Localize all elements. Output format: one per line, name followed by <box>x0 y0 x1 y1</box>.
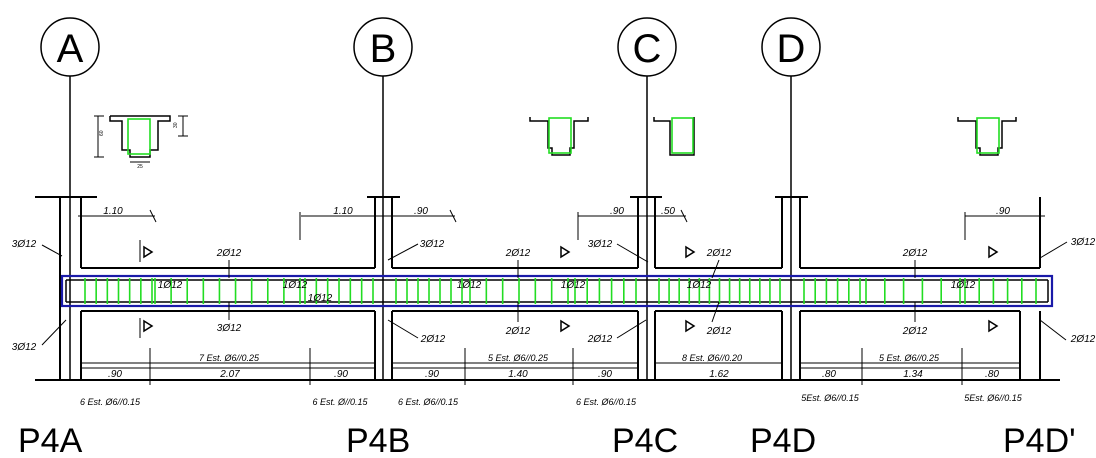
rebar-label: 2Ø12 <box>420 334 446 345</box>
stirrup-label: 5Est. Ø6//0.15 <box>801 393 860 403</box>
bottom-dimension-label: 2.07 <box>219 369 240 380</box>
section-web-dim: 30 <box>173 122 179 128</box>
rebar-label: 3Ø12 <box>12 239 37 250</box>
stirrup-label: 6 Est. Ø6//0.15 <box>398 397 459 407</box>
top-dimension-label: 1.10 <box>103 206 123 217</box>
beam-label: P4C <box>612 422 678 458</box>
bottom-dimension-label: 1.40 <box>508 369 528 380</box>
section-detail-c <box>653 117 695 156</box>
stirrup-label: 7 Est. Ø6//0.25 <box>199 353 260 363</box>
stirrup-label: 8 Est. Ø6//0.20 <box>682 353 742 363</box>
stirrup-label: 5Est. Ø6//0.15 <box>964 393 1023 403</box>
rebar-label: 2Ø12 <box>706 248 732 259</box>
axis-label-a: A <box>57 27 84 71</box>
bottom-dimension-label: .80 <box>985 369 999 380</box>
axis-marker-c: C <box>617 17 677 380</box>
stirrup-label: 5 Est. Ø6//0.25 <box>488 353 549 363</box>
top-dimension-label: 1.10 <box>333 206 353 217</box>
rebar-label: 1Ø12 <box>687 280 712 291</box>
bottom-dimension-label: 1.62 <box>709 369 729 380</box>
annotation-texts: P4A P4B P4C P4D P4D' 1.10 1.10 .90 .90 .50 .90 3Ø12… <box>12 206 1096 458</box>
rebar-label: 3Ø12 <box>12 342 37 353</box>
stirrup-label: 6 Est. Ø//0.15 <box>312 397 368 407</box>
axis-marker-a: A <box>40 17 100 380</box>
bottom-dimension-label: .90 <box>598 369 612 380</box>
rebar-label: 1Ø12 <box>158 280 183 291</box>
stirrup-label: 6 Est. Ø6//0.15 <box>80 397 141 407</box>
bottom-dimension-label: .90 <box>334 369 348 380</box>
top-dimension-label: .90 <box>996 206 1010 217</box>
bottom-dimension-label: .90 <box>425 369 439 380</box>
bottom-dimension-lines <box>80 348 1020 385</box>
rebar-label: 2Ø12 <box>902 326 928 337</box>
axis-markers: A B C D <box>40 17 821 380</box>
rebar-label: 2Ø12 <box>505 326 531 337</box>
rebar-label: 3Ø12 <box>217 323 242 334</box>
rebar-label: 2Ø12 <box>1070 334 1096 345</box>
stirrup-label: 6 Est. Ø6//0.15 <box>576 397 637 407</box>
rebar-label: 3Ø12 <box>588 239 613 250</box>
rebar-label: 2Ø12 <box>587 334 613 345</box>
section-detail-dimensioned: 60 30 25 <box>94 115 188 170</box>
leader-lines <box>41 241 1068 346</box>
axis-marker-d: D <box>761 17 821 380</box>
axis-marker-b: B <box>353 17 413 380</box>
stirrups <box>84 278 1037 304</box>
section-width-dim: 25 <box>137 164 143 170</box>
section-cut-arrows <box>139 240 999 338</box>
bottom-dimension-label: .80 <box>822 369 836 380</box>
section-height-dim: 60 <box>99 130 105 136</box>
rebar-label: 1Ø12 <box>561 280 586 291</box>
rebar-label: 1Ø12 <box>283 280 308 291</box>
axis-label-b: B <box>370 27 397 71</box>
top-dimension-lines <box>78 209 1045 240</box>
rebar-label: 2Ø12 <box>902 248 928 259</box>
stirrup-label: 5 Est. Ø6//0.25 <box>879 353 940 363</box>
rebar-label: 3Ø12 <box>1071 237 1096 248</box>
rebar-label: 1Ø12 <box>951 280 976 291</box>
beam-label: P4A <box>18 422 83 458</box>
rebar-label: 2Ø12 <box>706 326 732 337</box>
beam-label: P4D' <box>1003 422 1076 458</box>
top-dimension-label: .50 <box>661 206 675 217</box>
bottom-dimension-label: 1.34 <box>903 369 923 380</box>
rebar-label: 1Ø12 <box>308 293 333 304</box>
rebar-label: 3Ø12 <box>420 239 445 250</box>
rebar-label: 2Ø12 <box>505 248 531 259</box>
bottom-dimension-label: .90 <box>108 369 122 380</box>
axis-label-c: C <box>633 27 662 71</box>
beam-label: P4B <box>346 422 410 458</box>
axis-label-d: D <box>777 27 806 71</box>
top-dimension-label: .90 <box>610 206 624 217</box>
rebar-label: 2Ø12 <box>216 248 242 259</box>
section-detail-b <box>529 117 589 156</box>
section-detail-d <box>957 117 1017 156</box>
beam-label: P4D <box>750 422 816 458</box>
top-dimension-label: .90 <box>414 206 428 217</box>
rebar-label: 1Ø12 <box>457 280 482 291</box>
